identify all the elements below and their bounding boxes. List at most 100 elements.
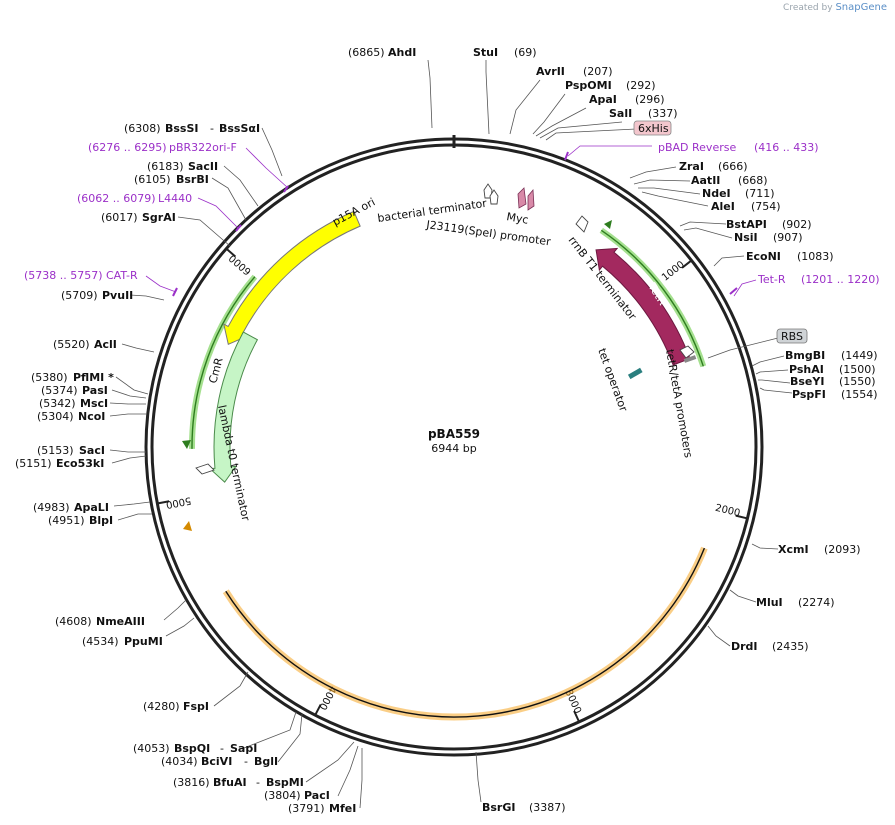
label-bsssi: BssSI xyxy=(165,122,199,135)
label-drdi-pos: (2435) xyxy=(772,640,809,653)
label-pasi-pos: (5374) xyxy=(41,384,78,397)
myc-label: Myc xyxy=(505,210,529,227)
label-nsii: NsiI xyxy=(734,231,758,244)
label-mfei-pos: (3791) xyxy=(288,802,325,815)
label-sacii-pos: (6183) xyxy=(147,160,184,173)
label-eco53ki-pos: (5151) xyxy=(15,457,52,470)
label-pspomi: PspOMI xyxy=(565,79,612,92)
label-bspqi-pos: (4053) xyxy=(133,742,170,755)
label-msci-pos: (5342) xyxy=(39,397,76,410)
label-pshai-pos: (1500) xyxy=(839,363,876,376)
label-bfuai-pos: (3816) xyxy=(173,776,210,789)
label-pflmi-pos: (5380) xyxy=(31,371,68,384)
tick-mark xyxy=(157,500,170,505)
label-l4440-pos: (6062 .. 6079) xyxy=(77,192,156,205)
label-xcmi: XcmI xyxy=(778,543,809,556)
green-arrow-head-cmr xyxy=(182,440,191,449)
label-stui: StuI xyxy=(473,46,498,59)
label-aatii-pos: (668) xyxy=(738,174,768,187)
label-cat-r: CAT-R xyxy=(106,269,138,282)
label-pbad-reverse-pos: (416 .. 433) xyxy=(754,141,819,154)
tet-promoter-symbol xyxy=(679,345,695,359)
label-bstapi-pos: (902) xyxy=(782,218,812,231)
label-nsii-pos: (907) xyxy=(773,231,803,244)
label-ppumi-pos: (4534) xyxy=(82,635,119,648)
label-sapi-sep: - xyxy=(220,742,224,755)
label-stui-pos: (69) xyxy=(514,46,537,59)
label-avrii: AvrII xyxy=(536,65,565,78)
tick-label: 1000 xyxy=(660,259,687,283)
label-acli: AclI xyxy=(94,338,117,351)
label-bcivi-pos: (4034) xyxy=(161,755,198,768)
label-acli-pos: (5520) xyxy=(53,338,90,351)
feature-arc-orange-core xyxy=(225,547,706,718)
label-pvuii: PvuII xyxy=(102,289,133,302)
label-l4440: L4440 xyxy=(158,192,192,205)
label-econi-pos: (1083) xyxy=(797,250,834,263)
label-bsrbi-pos: (6105) xyxy=(134,173,171,186)
label-drdi: DrdI xyxy=(731,640,758,653)
plasmid-length: 6944 bp xyxy=(431,442,476,455)
credit-brand: SnapGene xyxy=(835,2,887,13)
label-ahdi-pos: (6865) xyxy=(348,46,385,59)
label-sali-pos: (337) xyxy=(648,107,678,120)
label-pasi: PasI xyxy=(82,384,108,397)
label-bstapi: BstAPI xyxy=(726,218,767,231)
cmr-feature xyxy=(208,331,259,483)
bacterial-terminator-symbol xyxy=(483,183,499,205)
tet-operator-label: tet operator xyxy=(595,347,630,414)
feature-arc-green-cmr-core xyxy=(191,276,256,449)
label-pspfi: PspFI xyxy=(792,388,826,401)
label-nmeaiii: NmeAIII xyxy=(96,615,145,628)
tick-label: 6000 xyxy=(227,252,253,277)
label-econi: EcoNI xyxy=(746,250,781,263)
label-avrii-pos: (207) xyxy=(583,65,613,78)
site-labels: (6865) AhdI StuI (69) AvrII (207) PspOMI… xyxy=(15,46,880,815)
label-mlui: MluI xyxy=(756,596,783,609)
tick-mark xyxy=(735,514,748,520)
label-saci-pos: (5153) xyxy=(37,444,74,457)
feature-arc-green-tetr-core xyxy=(600,229,704,367)
label-pbr322ori-f-pos: (6276 .. 6295) xyxy=(88,141,167,154)
label-fspi: FspI xyxy=(183,700,209,713)
label-blpi-pos: (4951) xyxy=(48,514,85,527)
tet-operator-box xyxy=(627,367,643,380)
label-bgli-sep: - xyxy=(244,755,248,768)
tick-label: 2000 xyxy=(714,503,741,520)
label-ndei: NdeI xyxy=(702,187,731,200)
label-tet-r-pos: (1201 .. 1220) xyxy=(801,273,880,286)
label-bspmi: BspMI xyxy=(266,776,304,789)
label-msci: MscI xyxy=(80,397,108,410)
label-rbs: RBS xyxy=(781,330,803,343)
label-blpi: BlpI xyxy=(89,514,113,527)
label-xcmi-pos: (2093) xyxy=(824,543,861,556)
label-sali: SalI xyxy=(609,107,632,120)
tick-mark xyxy=(225,247,236,258)
rrnb-terminator-symbol xyxy=(575,215,589,233)
label-sgrai: SgrAI xyxy=(142,211,176,224)
label-eco53ki: Eco53kI xyxy=(56,457,104,470)
leader-lines xyxy=(109,59,793,809)
label-ppumi: PpuMI xyxy=(124,635,163,648)
label-pvuii-pos: (5709) xyxy=(61,289,98,302)
orange-arrow-head xyxy=(183,521,192,531)
label-zrai: ZraI xyxy=(679,160,704,173)
label-mfei: MfeI xyxy=(329,802,356,815)
label-apai-pos: (296) xyxy=(635,93,665,106)
label-6xhis: 6xHis xyxy=(638,122,669,135)
tetr-tetA-label: tetR/tetA promoters xyxy=(663,348,695,459)
label-apali: ApaLI xyxy=(74,501,109,514)
rbs-box xyxy=(683,355,697,363)
primer-marks xyxy=(172,151,738,297)
label-pspomi-pos: (292) xyxy=(626,79,656,92)
label-zrai-pos: (666) xyxy=(718,160,748,173)
tetr-feature xyxy=(595,247,691,366)
tick-mark xyxy=(573,710,581,723)
label-fspi-pos: (4280) xyxy=(143,700,180,713)
label-pspfi-pos: (1554) xyxy=(841,388,878,401)
label-mlui-pos: (2274) xyxy=(798,596,835,609)
label-bcivi: BciVI xyxy=(201,755,232,768)
label-apai: ApaI xyxy=(589,93,617,106)
label-bgli: BglI xyxy=(254,755,278,768)
